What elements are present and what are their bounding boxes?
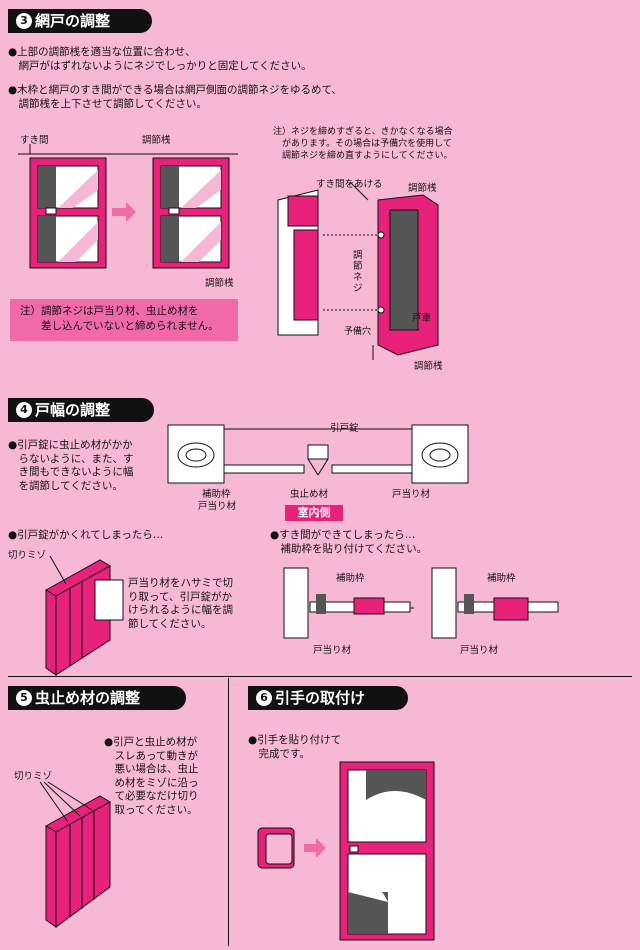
- instruction-text: ●上部の調節桟を適当な位置に合わせ、 網戸がはずれないようにネジでしっかりと固定…: [8, 46, 312, 72]
- adjust-screw-label: 調節ネジ: [353, 250, 363, 294]
- column-divider: [228, 678, 229, 946]
- section-title: 網戸の調整: [35, 12, 111, 30]
- instruction-text: ●すき間ができてしまったら… 補助枠を貼り付けてください。: [270, 529, 428, 555]
- door-stop-label: 戸当り材: [460, 645, 499, 656]
- adjust-bar-label: 調節桟: [142, 135, 171, 146]
- section-title: 戸幅の調整: [35, 401, 111, 419]
- section-number: 3: [16, 13, 32, 29]
- section-number: 6: [256, 690, 272, 706]
- aux-frame-label: 補助枠: [202, 489, 231, 500]
- door-width-cross-section-illustration: [167, 424, 469, 484]
- sliding-lock-label: 引戸錠: [330, 423, 359, 434]
- insect-stop-label: 虫止め材: [290, 489, 329, 500]
- warning-note: 注）調節ネジは戸当り材、虫止め材を 差し込んでいないと締められません。: [10, 299, 238, 341]
- section-number: 4: [16, 402, 32, 418]
- gap-open-label: すき間をあける: [316, 179, 383, 190]
- door-stop-label: 戸当り材: [392, 489, 431, 500]
- aux-frame-label: 補助枠: [336, 573, 365, 584]
- insect-stop-cut-illustration: [39, 781, 111, 928]
- instruction-text: 戸当り材をハサミで切 り取って、引戸錠がか けられるように幅を調 節してください…: [128, 577, 233, 630]
- instruction-text: ●引戸錠がかくれてしまったら…: [8, 529, 164, 541]
- door-stop-cut-illustration: [45, 555, 124, 676]
- aux-frame-label: 補助枠: [487, 573, 516, 584]
- instruction-text: ●木枠と網戸のすき間ができる場合は網戸側面の調節ネジをゆるめて、 調節桟を上下さ…: [8, 84, 342, 110]
- screen-door-gap-illustration: [18, 144, 238, 269]
- cut-groove-label: 切りミゾ: [8, 550, 47, 561]
- indoor-side-badge: 室内側: [285, 505, 343, 521]
- adjust-bar-label: 調節桟: [414, 361, 443, 372]
- door-roller-label: 戸車: [412, 313, 432, 324]
- adjust-screw-detail-illustration: [277, 181, 439, 360]
- instruction-text: ●引戸と虫止め材が スレあって動きが 悪い場合は、虫止 め材をミゾに沿っ て必要…: [104, 736, 199, 816]
- instruction-text: ●引戸錠に虫止め材がかか らないように、また、す き間もできないように幅 を調節…: [8, 439, 134, 492]
- section-title: 虫止め材の調整: [35, 689, 141, 707]
- aux-frame-illustration: [283, 567, 559, 639]
- door-stop-label: 戸当り材: [198, 501, 237, 512]
- adjust-bar-label: 調節桟: [408, 183, 437, 194]
- instruction-text: ●引手を貼り付けて 完成です。: [248, 734, 342, 760]
- gap-label: すき間: [20, 135, 49, 146]
- handle-attach-illustration: [257, 761, 435, 941]
- section-divider: [8, 676, 632, 677]
- section-title: 引手の取付け: [275, 689, 366, 707]
- adjust-bar-label: 調節桟: [205, 278, 234, 289]
- caution-note: 注）ネジを締めすぎると、きかなくなる場合 があります。その場合は予備穴を使用して…: [273, 127, 453, 161]
- cut-groove-label: 切りミゾ: [14, 771, 53, 782]
- door-stop-label: 戸当り材: [313, 645, 352, 656]
- section-number: 5: [16, 690, 32, 706]
- spare-hole-label: 予備穴: [344, 327, 372, 337]
